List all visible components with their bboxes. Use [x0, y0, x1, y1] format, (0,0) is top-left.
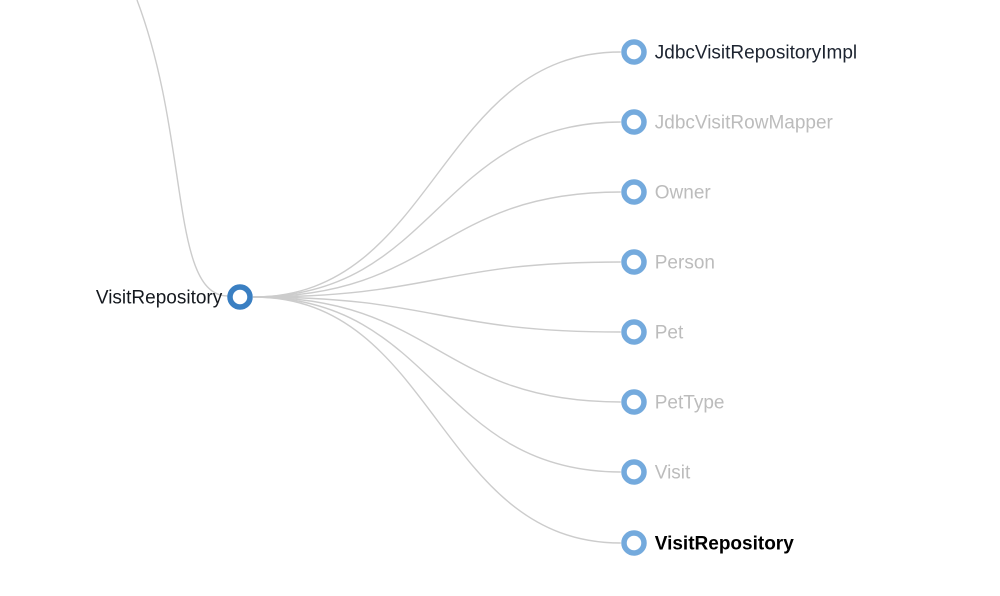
tree-node-owner: Owner: [621, 179, 712, 205]
tree-node-jdbcvisitrowmapper: JdbcVisitRowMapper: [621, 109, 834, 135]
node-label-pettype[interactable]: PetType: [655, 393, 725, 414]
tree-node-pet: Pet: [621, 319, 684, 345]
node-circle-person[interactable]: [621, 249, 647, 275]
node-circle-visit[interactable]: [621, 459, 647, 485]
node-circle-pet[interactable]: [621, 319, 647, 345]
node-circle-jdbcvisitrowmapper[interactable]: [621, 109, 647, 135]
tree-node-visitrepository: VisitRepository: [621, 530, 794, 556]
tree-link-pettype: [253, 296, 621, 403]
node-label-visitrepository[interactable]: VisitRepository: [655, 534, 794, 555]
node-label-jdbcvisitrowmapper[interactable]: JdbcVisitRowMapper: [655, 113, 834, 134]
node-label-person[interactable]: Person: [655, 253, 715, 274]
node-label-visitrepository[interactable]: VisitRepository: [96, 288, 223, 309]
tree-link-owner: [253, 191, 621, 298]
tree-node-visit: Visit: [621, 459, 691, 485]
tree-node-pettype: PetType: [621, 389, 725, 415]
tree-node-person: Person: [621, 249, 715, 275]
node-circle-owner[interactable]: [621, 179, 647, 205]
node-circle-visitrepository[interactable]: [621, 530, 647, 556]
node-label-visit[interactable]: Visit: [655, 463, 691, 484]
tree-link-visit: [253, 296, 621, 473]
node-label-owner[interactable]: Owner: [655, 183, 712, 204]
tree-link-jdbcvisitrowmapper: [253, 121, 621, 298]
nodes-layer: VisitRepository JdbcVisitRepositoryImplJd…: [96, 39, 857, 556]
tree-link-visitrepository: [253, 296, 621, 544]
node-circle-pettype[interactable]: [621, 389, 647, 415]
tree-node-jdbcvisitrepositoryimpl: JdbcVisitRepositoryImpl: [621, 39, 857, 65]
node-circle-jdbcvisitrepositoryimpl[interactable]: [621, 39, 647, 65]
node-circle-visitrepository[interactable]: [227, 284, 253, 310]
node-label-jdbcvisitrepositoryimpl[interactable]: JdbcVisitRepositoryImpl: [655, 43, 857, 64]
tree-link-person: [253, 261, 621, 298]
tree-node-root-visitrepository: VisitRepository: [96, 284, 253, 310]
tree-link-pet: [253, 296, 621, 333]
incoming-parent-link: [136, 0, 229, 297]
tree-link-jdbcvisitrepositoryimpl: [253, 51, 621, 298]
node-label-pet[interactable]: Pet: [655, 323, 684, 344]
links-layer: [136, 0, 621, 544]
